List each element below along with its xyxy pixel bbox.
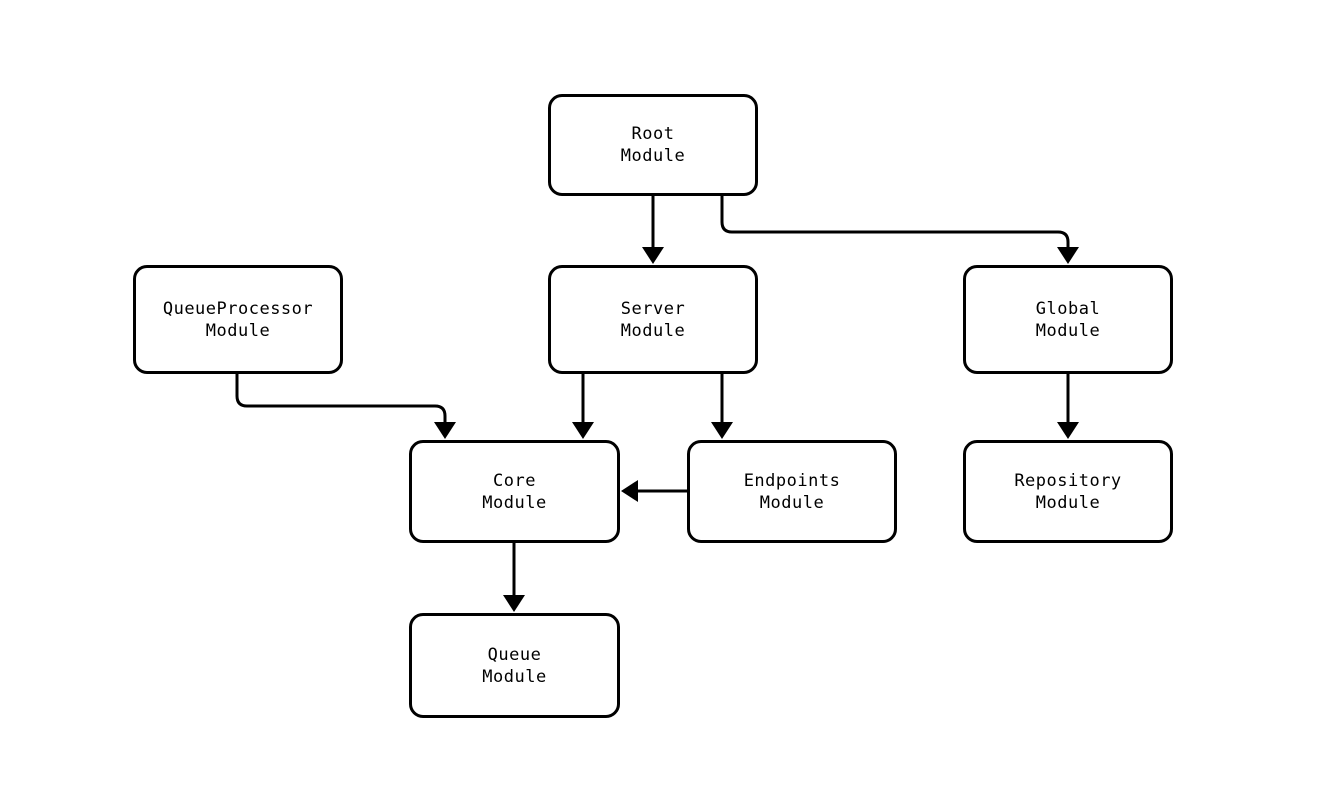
node-repository-name: Repository (1014, 470, 1122, 491)
edge-queueprocessor-to-core (235, 374, 447, 423)
arrowhead-endpoints-to-core (621, 480, 638, 502)
node-endpoints-suffix: Module (759, 492, 825, 513)
node-queue-name: Queue (487, 644, 542, 665)
node-core-suffix: Module (482, 492, 547, 513)
node-server-name: Server (620, 298, 686, 319)
node-repository-suffix: Module (1035, 492, 1101, 513)
node-global-name: Global (1035, 298, 1101, 319)
arrowhead-root-to-global (1057, 247, 1079, 264)
arrowhead-global-to-repository (1057, 422, 1079, 439)
node-root-name: Root (631, 124, 675, 144)
node-queueprocessor-suffix: Module (205, 320, 271, 341)
arrowhead-core-to-queue (503, 595, 525, 612)
node-queueprocessor-name: QueueProcessor (162, 298, 314, 319)
arrowhead-queueprocessor-to-core (434, 422, 456, 439)
edge-root-to-global (720, 196, 1070, 248)
node-endpoints-name: Endpoints (743, 470, 841, 491)
arrowhead-root-to-server (642, 247, 664, 264)
node-root-suffix: Module (620, 146, 686, 166)
arrowhead-server-to-core (572, 422, 594, 439)
node-global-suffix: Module (1035, 320, 1101, 341)
node-queue-suffix: Module (482, 666, 547, 687)
node-core-name: Core (493, 470, 536, 491)
node-server-suffix: Module (620, 320, 686, 341)
arrowhead-server-to-endpoints (711, 422, 733, 439)
